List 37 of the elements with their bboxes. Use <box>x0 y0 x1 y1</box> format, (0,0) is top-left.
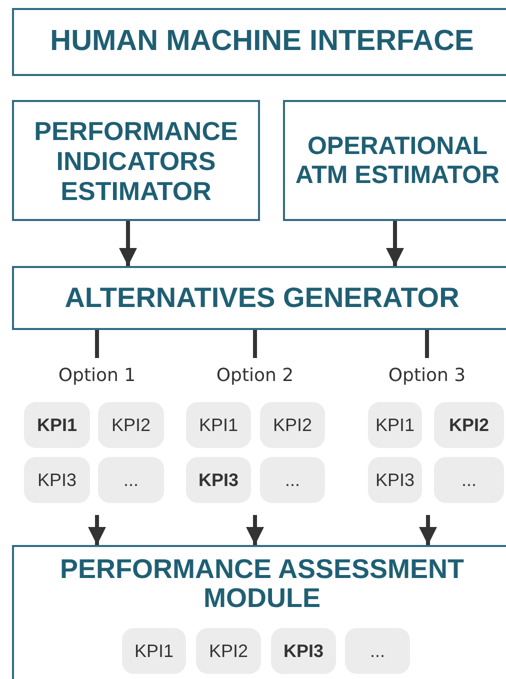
module-title: PERFORMANCE ASSESSMENT MODULE <box>58 555 466 613</box>
arrow <box>246 515 264 545</box>
option-label: Option 1 <box>47 358 147 392</box>
module-box <box>12 8 506 76</box>
kpi-chip: KPI3 <box>24 457 90 503</box>
kpi-chip: ... <box>434 457 504 503</box>
module-box <box>283 100 506 221</box>
module-box <box>12 266 506 330</box>
kpi-chip: ... <box>260 457 325 503</box>
kpi-chip: ... <box>345 628 410 674</box>
kpi-chip: KPI3 <box>368 457 422 503</box>
kpi-chip: KPI2 <box>260 402 325 448</box>
kpi-chip: KPI1 <box>122 628 186 674</box>
arrow <box>419 515 437 545</box>
kpi-chip: KPI2 <box>98 402 164 448</box>
kpi-chip: KPI1 <box>186 402 251 448</box>
module-box <box>12 100 260 221</box>
connector-line <box>95 330 99 358</box>
connector-line <box>425 330 429 358</box>
kpi-chip: KPI3 <box>186 457 251 503</box>
arrow <box>88 515 106 545</box>
module-title: OPERATIONAL ATM ESTIMATOR <box>294 132 501 190</box>
kpi-chip: ... <box>98 457 164 503</box>
arrow <box>386 221 404 266</box>
module-title: HUMAN MACHINE INTERFACE <box>49 24 475 60</box>
connector-line <box>253 330 257 358</box>
module-box <box>12 545 506 679</box>
kpi-chip: KPI3 <box>271 628 336 674</box>
kpi-chip: KPI1 <box>24 402 90 448</box>
module-title: PERFORMANCE INDICATORS ESTIMATOR <box>33 116 239 206</box>
kpi-chip: KPI1 <box>368 402 422 448</box>
option-label: Option 2 <box>205 358 305 392</box>
module-title: ALTERNATIVES GENERATOR <box>64 281 460 315</box>
kpi-chip: KPI2 <box>196 628 261 674</box>
option-label: Option 3 <box>377 358 477 392</box>
arrow <box>119 221 137 266</box>
kpi-chip: KPI2 <box>434 402 504 448</box>
